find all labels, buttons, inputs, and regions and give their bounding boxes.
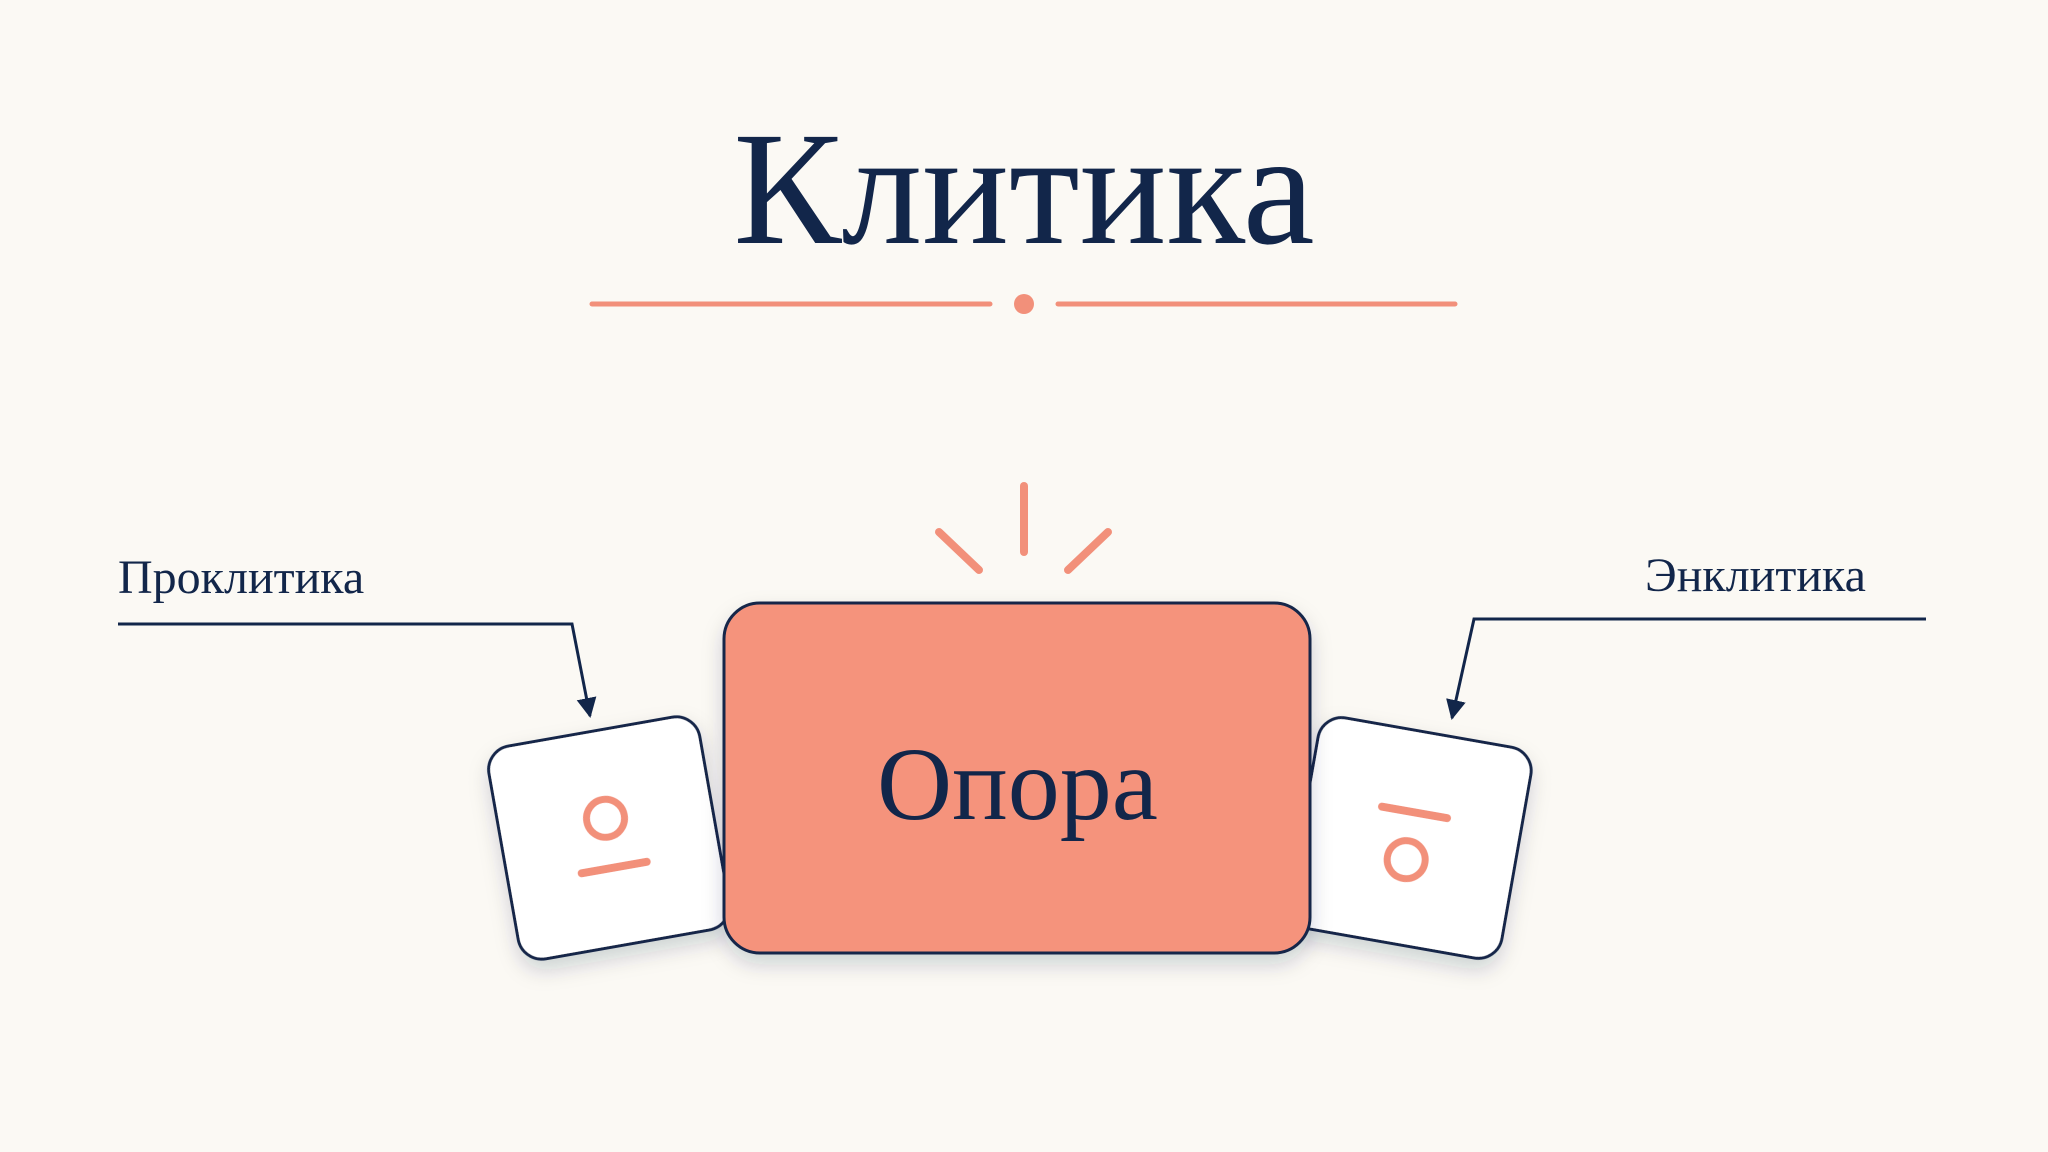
bar-above-circle-icon [1378, 802, 1452, 883]
enclitic-arrow [1446, 617, 1926, 720]
title-divider [589, 294, 1458, 314]
base-block [722, 601, 1312, 955]
base-label: Опора [877, 727, 1158, 842]
proclitic-card [487, 715, 731, 961]
divider-dot [1014, 294, 1034, 314]
diagram-title: Клитика [733, 100, 1315, 279]
enclitic-card [1287, 716, 1533, 960]
proclitic-arrow [118, 622, 597, 718]
circle-above-bar-icon [577, 795, 651, 878]
emphasis-rays-icon [935, 482, 1112, 574]
enclitic-label: Энклитика [1645, 549, 1866, 602]
proclitic-label: Проклитика [118, 551, 365, 604]
